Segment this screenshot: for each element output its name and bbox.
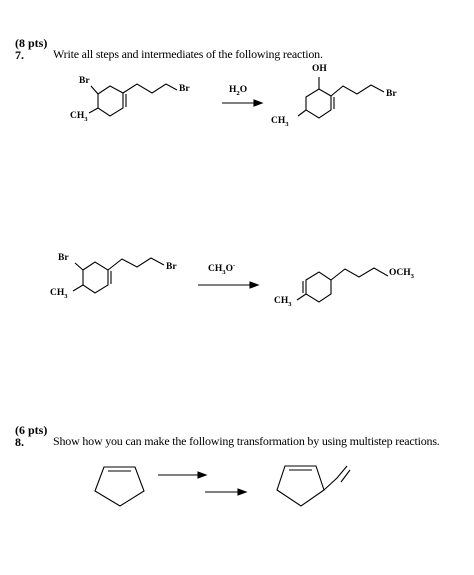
vinylcyclopentene-ring: [276, 465, 325, 507]
cyclopentene-ring: [94, 466, 145, 507]
vinyl-double-bond: [340, 469, 351, 483]
reactant2-br-chain-label: Br: [166, 262, 177, 272]
reaction2-reagent: CH3O-: [208, 262, 236, 277]
reactant1-ch3-label: CH3: [70, 111, 88, 123]
reactant1-side-chain: [122, 83, 178, 94]
vinyl-group: [323, 465, 348, 491]
q8-number: 8.: [15, 435, 24, 449]
q7-points: (8 pts): [15, 36, 48, 50]
product1-side-chain: [330, 84, 385, 97]
q8-points: (6 pts): [15, 423, 48, 437]
q7-number: 7.: [15, 48, 24, 62]
reactant1-br-chain-label: Br: [179, 84, 190, 94]
product1-oh-label: OH: [312, 64, 327, 74]
reactant2-side-chain: [107, 257, 165, 271]
reactant2-ch3-label: CH3: [50, 288, 68, 300]
reactant1-br-ring-label: Br: [79, 76, 90, 86]
reaction1-reagent: H2O: [229, 85, 248, 97]
reactant2-br-ring-label: Br: [58, 253, 69, 263]
q7-prompt: Write all steps and intermediates of the…: [53, 47, 323, 61]
product2-och3-label: OCH3: [389, 268, 414, 280]
q8-prompt: Show how you can make the following tran…: [53, 434, 440, 448]
product2-ch3-label: CH3: [274, 296, 292, 308]
product2-side-chain: [330, 267, 389, 281]
product1-br-chain-label: Br: [386, 89, 397, 99]
product1-ch3-label: CH3: [271, 116, 289, 128]
